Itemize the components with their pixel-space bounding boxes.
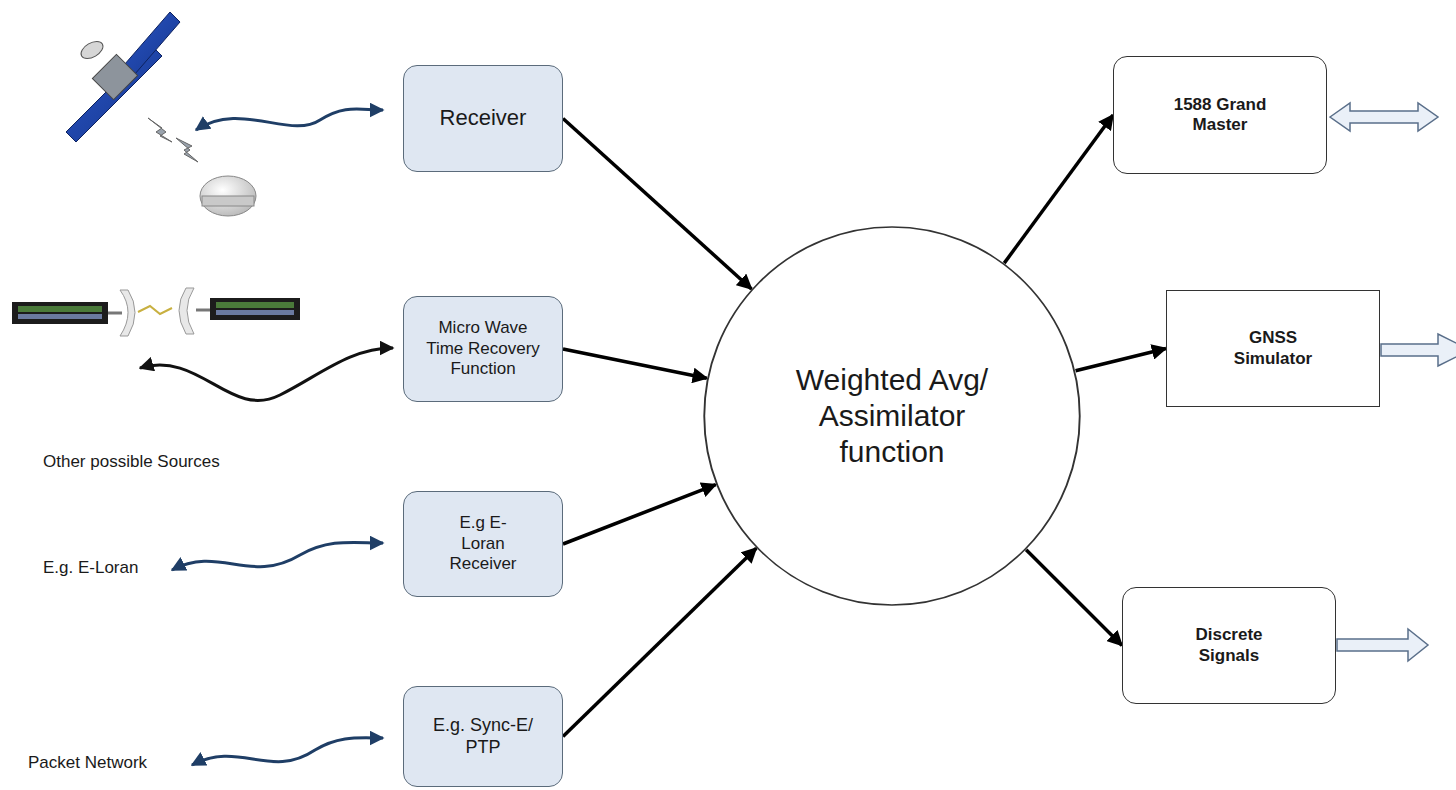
- satellite-icon: [66, 12, 256, 216]
- signal-arrow: [192, 738, 383, 765]
- signal-arrow: [140, 348, 393, 400]
- signal-arrow: [196, 109, 383, 130]
- output-arrow: [1381, 334, 1456, 366]
- assimilator-ellipse: Weighted Avg/ Assimilator function: [703, 226, 1081, 606]
- node-text: Weighted Avg/ Assimilator function: [776, 362, 1008, 470]
- source-label: E.g. E-Loran: [43, 558, 138, 578]
- microwave-link-icon: [12, 288, 300, 336]
- output-box: 1588 Grand Master: [1113, 56, 1327, 174]
- output-arrow: [1337, 629, 1428, 661]
- flow-arrow: [563, 119, 751, 289]
- flow-arrow: [1004, 115, 1113, 263]
- node-text: E.g E-Loran Receiver: [443, 513, 523, 574]
- node-text: 1588 Grand Master: [1164, 95, 1276, 136]
- process-box: E.g. Sync-E/ PTP: [403, 686, 563, 787]
- signal-arrow: [172, 542, 383, 570]
- node-text: Receiver: [440, 105, 527, 131]
- process-box: Micro Wave Time Recovery Function: [403, 296, 563, 402]
- label-text: E.g. E-Loran: [43, 558, 138, 577]
- label-text: Other possible Sources: [43, 452, 220, 471]
- source-label: Other possible Sources: [43, 452, 220, 472]
- label-text: Packet Network: [28, 753, 147, 772]
- node-text: Discrete Signals: [1188, 625, 1270, 666]
- flow-arrow: [563, 485, 716, 544]
- output-arrow: [1330, 103, 1438, 131]
- node-text: GNSS Simulator: [1227, 328, 1319, 369]
- output-box: GNSS Simulator: [1166, 290, 1380, 407]
- node-text: E.g. Sync-E/ PTP: [426, 715, 541, 758]
- node-text: Micro Wave Time Recovery Function: [422, 318, 544, 379]
- process-box: Receiver: [403, 65, 563, 172]
- process-box: E.g E-Loran Receiver: [403, 491, 563, 597]
- flow-arrow: [563, 548, 756, 736]
- flow-arrow: [563, 349, 707, 378]
- flow-arrow: [1076, 349, 1166, 371]
- output-box: Discrete Signals: [1122, 587, 1336, 704]
- source-label: Packet Network: [28, 753, 147, 773]
- flow-arrow: [1026, 550, 1122, 646]
